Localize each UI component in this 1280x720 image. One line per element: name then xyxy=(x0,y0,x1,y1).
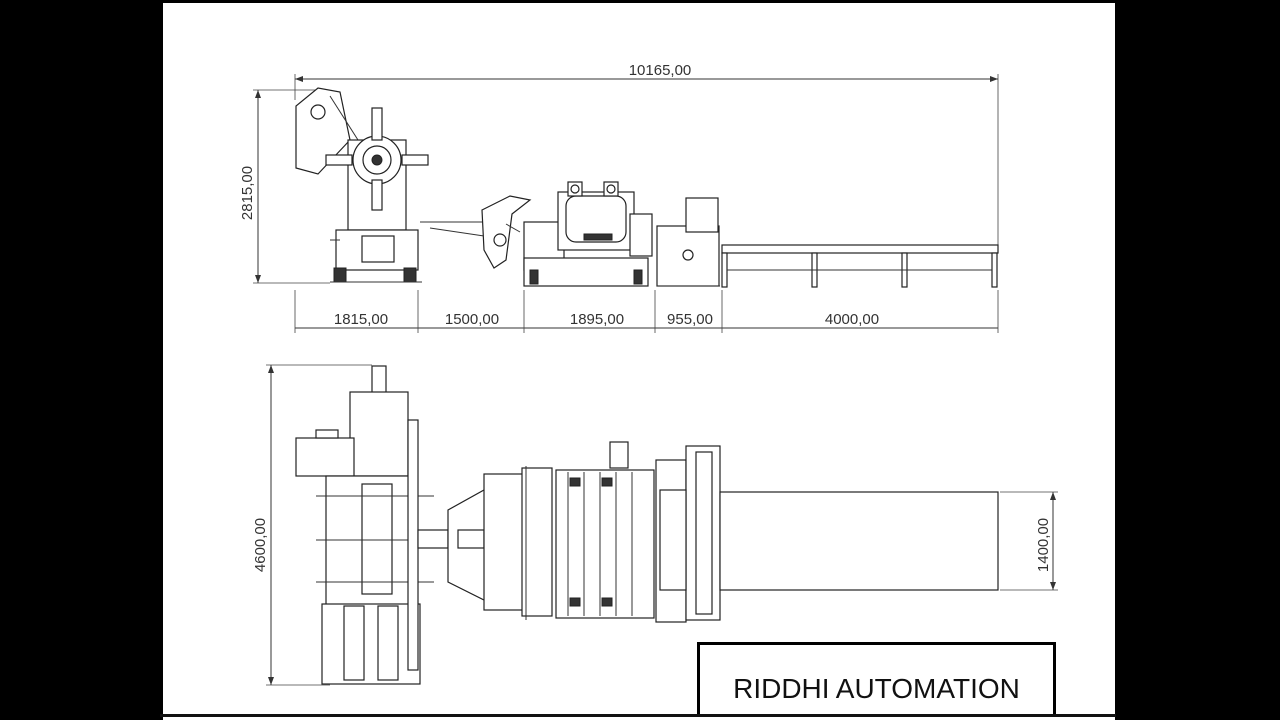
top-view-straightener xyxy=(483,441,655,620)
dim-overall-length: 10165,00 xyxy=(629,62,692,79)
brand-label: RIDDHI AUTOMATION xyxy=(733,673,1020,704)
side-view-dimensions: 10165,00 2815,00 1815,00 1500,00 1895,00… xyxy=(239,62,999,333)
dim-segment-1: 1815,00 xyxy=(334,311,388,328)
bottom-rule xyxy=(160,714,1116,717)
side-view-runout-table xyxy=(721,244,999,288)
side-view-straightener xyxy=(523,181,653,287)
dim-segment-5: 4000,00 xyxy=(825,311,879,328)
side-view-decoiler xyxy=(295,87,429,283)
side-view-loop-bridge xyxy=(420,195,532,269)
top-view-decoiler xyxy=(295,365,434,685)
dim-segment-4: 955,00 xyxy=(667,311,713,328)
dim-segment-2: 1500,00 xyxy=(445,311,499,328)
title-block: RIDDHI AUTOMATION xyxy=(697,642,1056,714)
engineering-drawing: 10165,00 2815,00 1815,00 1500,00 1895,00… xyxy=(239,62,1058,686)
dim-width: 4600,00 xyxy=(252,518,269,572)
drawing-sheet: 10165,00 2815,00 1815,00 1500,00 1895,00… xyxy=(163,3,1115,720)
dim-height: 2815,00 xyxy=(239,166,256,220)
top-view-dimensions: 4600,00 1400,00 xyxy=(252,364,1058,686)
top-view-feeder xyxy=(655,445,721,623)
top-view-runout-table xyxy=(719,491,999,591)
dim-segment-3: 1895,00 xyxy=(570,311,624,328)
top-view-bridge xyxy=(417,489,493,601)
side-view-feeder xyxy=(656,197,720,287)
dim-table-width: 1400,00 xyxy=(1035,518,1052,572)
